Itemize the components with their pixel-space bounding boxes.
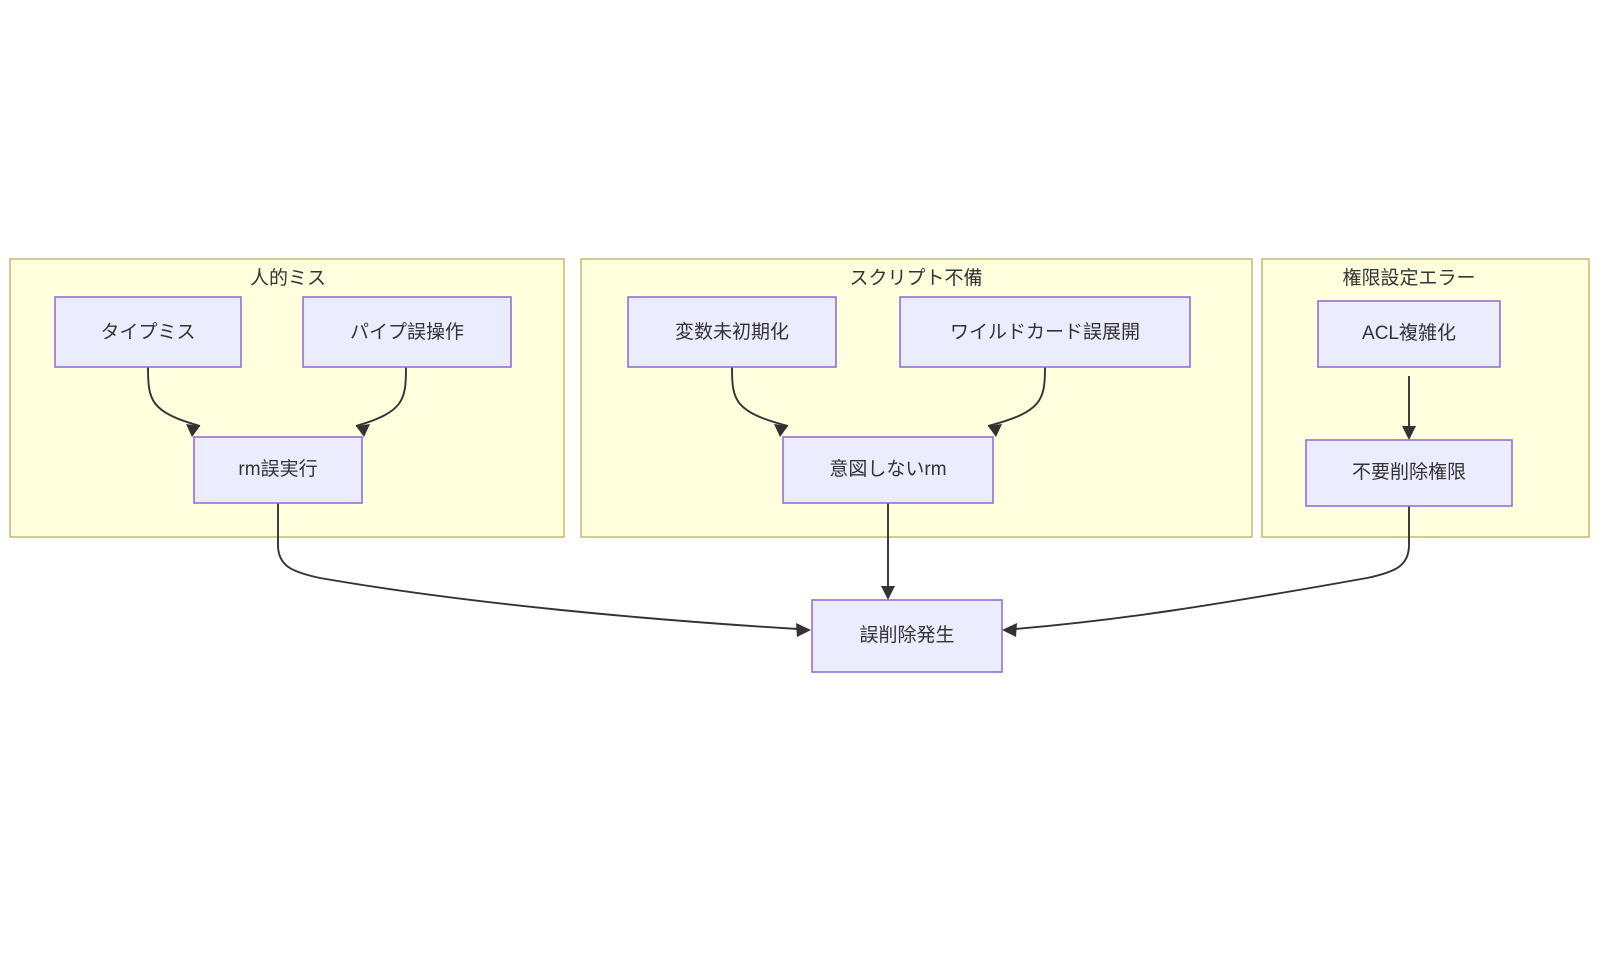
node-accidental-deletion-rect[interactable] xyxy=(811,599,1003,673)
node-excess-delete-permission-label: 不要削除権限 xyxy=(1352,461,1466,483)
node-typo-label: タイプミス xyxy=(100,321,195,343)
node-accidental-deletion-label: 誤削除発生 xyxy=(859,624,954,646)
node-typo[interactable]: タイプミス xyxy=(54,296,242,368)
node-typo-rect[interactable] xyxy=(54,296,242,368)
node-unintended-rm-rect[interactable] xyxy=(782,436,994,504)
edge-pipe-misuse-to-rm-mistake xyxy=(355,366,407,437)
edge-acl-complexity-to-excess-delete-permission-arrowhead xyxy=(1402,426,1416,440)
edge-excess-delete-permission-to-accidental-deletion-arrowhead xyxy=(1002,623,1017,637)
node-pipe-misuse[interactable]: パイプ誤操作 xyxy=(302,296,512,368)
node-pipe-misuse-rect[interactable] xyxy=(302,296,512,368)
node-wildcard-expansion[interactable]: ワイルドカード誤展開 xyxy=(899,296,1191,368)
cluster-permission-error-label: 権限設定エラー xyxy=(1342,267,1475,289)
node-rm-mistake-rect[interactable] xyxy=(193,436,363,504)
node-excess-delete-permission[interactable]: 不要削除権限 xyxy=(1305,439,1513,507)
node-rm-mistake[interactable]: rm誤実行 xyxy=(193,436,363,504)
node-wildcard-expansion-rect[interactable] xyxy=(899,296,1191,368)
edge-rm-mistake-to-accidental-deletion-arrowhead xyxy=(796,623,811,637)
node-unintended-rm[interactable]: 意図しないrm xyxy=(782,436,994,504)
edge-rm-mistake-to-accidental-deletion xyxy=(277,503,811,637)
node-acl-complexity[interactable]: ACL複雑化 xyxy=(1317,300,1501,368)
edge-acl-complexity-to-excess-delete-permission xyxy=(1402,376,1416,440)
edge-pipe-misuse-to-rm-mistake-path xyxy=(355,366,407,427)
edge-rm-mistake-to-accidental-deletion-path xyxy=(277,503,799,630)
edge-wildcard-expansion-to-unintended-rm-path xyxy=(987,366,1046,427)
edge-excess-delete-permission-to-accidental-deletion-path xyxy=(1014,505,1410,630)
cluster-script-defect-label: スクリプト不備 xyxy=(849,267,982,289)
node-rm-mistake-label: rm誤実行 xyxy=(238,458,317,480)
edge-wildcard-expansion-to-unintended-rm xyxy=(987,366,1046,437)
node-uninitialized-variable-rect[interactable] xyxy=(627,296,837,368)
edge-typo-to-rm-mistake-arrowhead xyxy=(186,424,200,437)
node-wildcard-expansion-label: ワイルドカード誤展開 xyxy=(950,321,1140,343)
node-uninitialized-variable[interactable]: 変数未初期化 xyxy=(627,296,837,368)
edge-typo-to-rm-mistake xyxy=(147,366,201,437)
edge-excess-delete-permission-to-accidental-deletion xyxy=(1002,505,1410,637)
edge-uninitialized-variable-to-unintended-rm-arrowhead xyxy=(774,424,788,437)
node-excess-delete-permission-rect[interactable] xyxy=(1305,439,1513,507)
edge-uninitialized-variable-to-unintended-rm-path xyxy=(731,366,789,427)
node-acl-complexity-rect[interactable] xyxy=(1317,300,1501,368)
edge-wildcard-expansion-to-unintended-rm-arrowhead xyxy=(988,424,1002,437)
cluster-human-error-label: 人的ミス xyxy=(250,267,326,289)
edge-unintended-rm-to-accidental-deletion xyxy=(881,503,895,600)
node-pipe-misuse-label: パイプ誤操作 xyxy=(350,321,464,343)
node-unintended-rm-label: 意図しないrm xyxy=(829,458,946,480)
node-accidental-deletion[interactable]: 誤削除発生 xyxy=(811,599,1003,673)
node-uninitialized-variable-label: 変数未初期化 xyxy=(675,321,789,343)
node-acl-complexity-label: ACL複雑化 xyxy=(1362,322,1456,344)
edge-pipe-misuse-to-rm-mistake-arrowhead xyxy=(356,424,370,437)
edge-unintended-rm-to-accidental-deletion-arrowhead xyxy=(881,586,895,600)
edge-typo-to-rm-mistake-path xyxy=(147,366,201,427)
edge-uninitialized-variable-to-unintended-rm xyxy=(731,366,789,437)
